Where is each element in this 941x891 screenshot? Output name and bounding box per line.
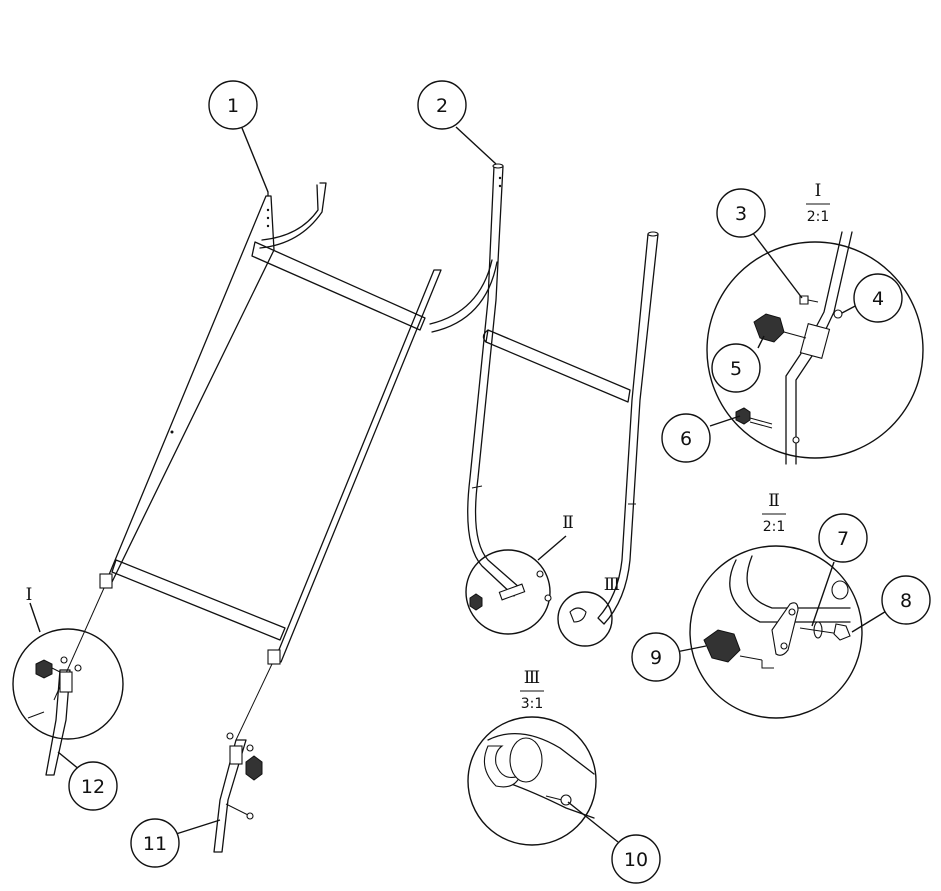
detail-circle-III-view: Ⅲ — [557, 575, 620, 647]
callout-leaders — [57, 126, 889, 843]
callout-4-label: 4 — [872, 288, 884, 310]
callout-7: 7 — [818, 513, 868, 563]
callout-4: 4 — [853, 273, 903, 323]
callout-2: 2 — [417, 80, 467, 130]
detail-II-mark: Ⅱ — [768, 491, 780, 511]
detail-mark-III-view: Ⅲ — [604, 575, 620, 595]
detail-III-enlarged: Ⅲ 3:1 — [467, 668, 597, 846]
frame-part-1 — [53, 182, 498, 741]
callout-11: 11 — [130, 818, 180, 868]
callout-1-label: 1 — [227, 95, 239, 117]
callout-6-label: 6 — [680, 428, 692, 450]
detail-I-mark: Ⅰ — [815, 181, 822, 201]
callout-5: 5 — [711, 343, 761, 393]
callout-8: 8 — [881, 575, 931, 625]
frame-part-2 — [467, 163, 659, 625]
callout-2-label: 2 — [436, 95, 448, 117]
callout-12-label: 12 — [81, 776, 105, 798]
callout-6: 6 — [661, 413, 711, 463]
detail-III-mark: Ⅲ — [524, 668, 540, 688]
callout-10: 10 — [611, 834, 661, 884]
callout-1: 1 — [208, 80, 258, 130]
callout-9: 9 — [631, 632, 681, 682]
callout-12: 12 — [68, 761, 118, 811]
lower-bracket-assembly-11 — [213, 732, 263, 853]
detail-mark-II-view: Ⅱ — [562, 513, 574, 533]
detail-circle-II-view: Ⅱ — [465, 513, 574, 635]
detail-III-scale: 3:1 — [521, 696, 544, 712]
detail-II-enlarged: Ⅱ 2:1 — [689, 491, 863, 719]
detail-mark-I-view: Ⅰ — [26, 585, 33, 605]
callout-11-label: 11 — [143, 833, 167, 855]
detail-I-enlarged: Ⅰ 2:1 — [706, 181, 924, 465]
callout-3: 3 — [716, 188, 766, 238]
callout-10-label: 10 — [624, 849, 648, 871]
callout-8-label: 8 — [900, 590, 912, 612]
callout-9-label: 9 — [650, 647, 662, 669]
detail-circle-I-view: Ⅰ — [12, 585, 124, 776]
detail-II-scale: 2:1 — [763, 519, 786, 535]
callout-7-label: 7 — [837, 528, 849, 550]
detail-I-scale: 2:1 — [807, 209, 830, 225]
callout-5-label: 5 — [730, 358, 742, 380]
callout-3-label: 3 — [735, 203, 747, 225]
